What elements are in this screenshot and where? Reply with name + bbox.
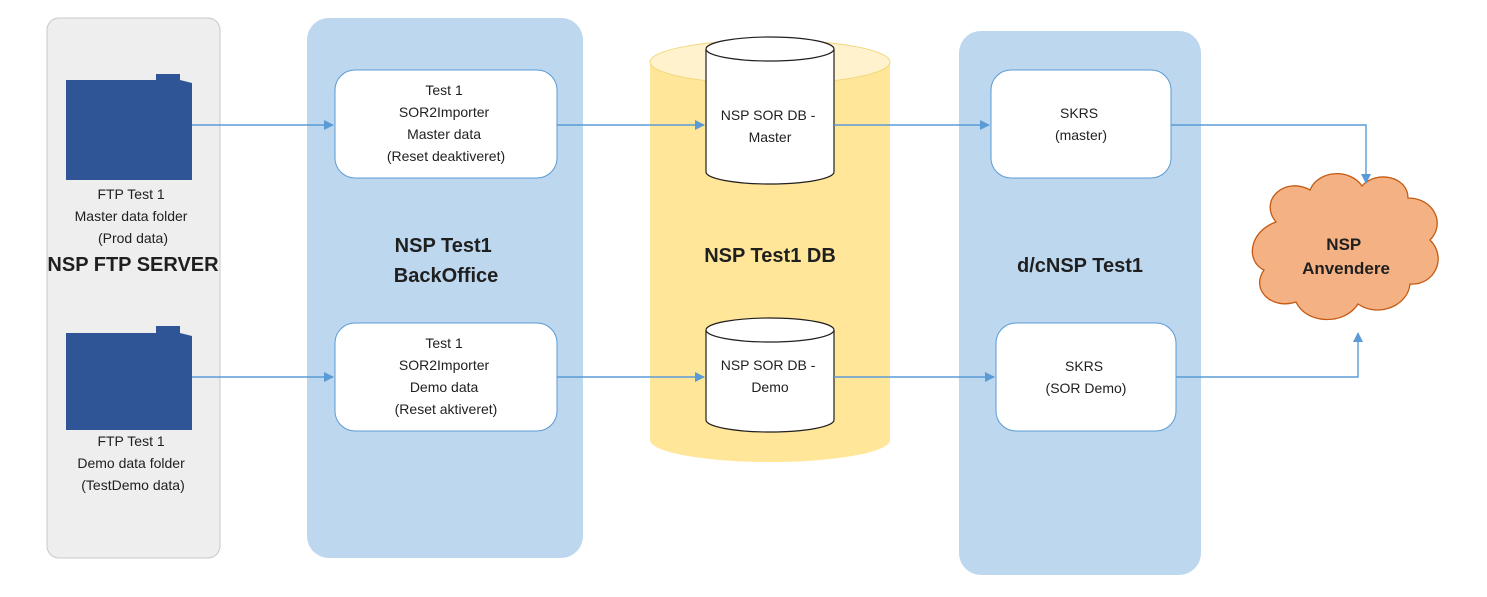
ftp-demo-folder-label: FTP Test 1 Demo data folder (TestDemo da…: [77, 433, 188, 493]
ftp-master-folder-line-1: FTP Test 1: [97, 186, 164, 202]
database-icon[interactable]: [705, 317, 835, 433]
folder-icon: [66, 326, 192, 430]
backoffice-title: NSP Test1 BackOffice: [394, 235, 499, 287]
cloud-icon[interactable]: [1251, 173, 1439, 321]
importer-master-box[interactable]: [334, 69, 558, 179]
skrs-master-label: SKRS (master): [1055, 105, 1107, 143]
database-title: NSP Test1 DB: [704, 245, 836, 267]
db-master-line-1: NSP SOR DB -: [721, 107, 816, 123]
skrs-master-line-2: (master): [1055, 127, 1107, 143]
db-master-label: NSP SOR DB - Master: [721, 107, 820, 145]
ftp-master-folder-line-3: (Prod data): [98, 230, 168, 246]
dcnsp-title: d/cNSP Test1: [1017, 255, 1143, 277]
ftp-server-panel: FTP Test 1 Master data folder (Prod data…: [46, 17, 221, 559]
importer-master-line-4: (Reset deaktiveret): [387, 148, 505, 164]
db-demo-line-2: Demo: [751, 379, 789, 395]
importer-demo-line-1: Test 1: [425, 335, 463, 351]
db-master-line-2: Master: [749, 129, 792, 145]
importer-demo-line-3: Demo data: [410, 379, 479, 395]
skrs-demo-line-1: SKRS: [1065, 358, 1103, 374]
ftp-demo-folder-line-1: FTP Test 1: [97, 433, 164, 449]
skrs-demo-line-2: (SOR Demo): [1046, 380, 1127, 396]
importer-demo-line-2: SOR2Importer: [399, 357, 490, 373]
db-demo-line-1: NSP SOR DB -: [721, 357, 816, 373]
importer-master-label: Test 1 SOR2Importer Master data (Reset d…: [387, 82, 505, 164]
ftp-master-folder-label: FTP Test 1 Master data folder (Prod data…: [75, 186, 192, 246]
importer-master-line-3: Master data: [407, 126, 481, 142]
dcnsp-lane: SKRS (master) d/cNSP Test1 SKRS (SOR Dem…: [959, 31, 1201, 575]
ftp-server-title: NSP FTP SERVER: [47, 254, 219, 276]
users-label: NSP Anvendere: [1302, 235, 1390, 278]
importer-demo-line-4: (Reset aktiveret): [395, 401, 498, 417]
arrow-skrs-master-to-users: [1171, 124, 1371, 184]
ftp-demo-folder-line-3: (TestDemo data): [81, 477, 184, 493]
importer-master-line-1: Test 1: [425, 82, 463, 98]
importer-master-line-2: SOR2Importer: [399, 104, 490, 120]
database-icon[interactable]: [705, 36, 835, 185]
folder-icon: [66, 74, 192, 180]
backoffice-title-line-1: NSP Test1: [395, 235, 492, 257]
database-lane: NSP SOR DB - Master NSP Test1 DB NSP SOR…: [649, 36, 891, 462]
arrow-skrs-demo-to-users: [1176, 332, 1363, 378]
importer-demo-label: Test 1 SOR2Importer Demo data (Reset akt…: [395, 335, 498, 417]
backoffice-lane: Test 1 SOR2Importer Master data (Reset d…: [307, 18, 583, 558]
ftp-demo-folder-line-2: Demo data folder: [77, 455, 185, 471]
backoffice-title-line-2: BackOffice: [394, 265, 499, 287]
skrs-master-line-1: SKRS: [1060, 105, 1098, 121]
skrs-demo-label: SKRS (SOR Demo): [1046, 358, 1127, 396]
db-demo-label: NSP SOR DB - Demo: [721, 357, 820, 395]
users-line-1: NSP: [1326, 235, 1361, 254]
users-line-2: Anvendere: [1302, 259, 1390, 278]
skrs-master-box[interactable]: [990, 69, 1172, 179]
skrs-demo-box[interactable]: [995, 322, 1177, 432]
connectors: [192, 120, 1371, 382]
ftp-master-folder-line-2: Master data folder: [75, 208, 188, 224]
